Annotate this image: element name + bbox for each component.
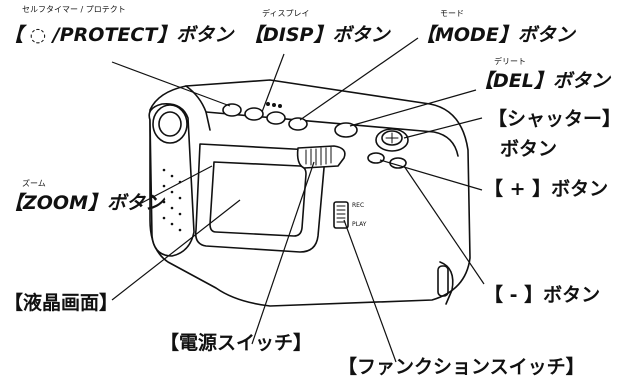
leader-del — [349, 89, 477, 127]
del-ruby: デリート — [494, 57, 526, 66]
leader-power — [251, 161, 315, 345]
leader-mode — [299, 37, 419, 121]
disp-label: 【DISP】ボタン — [244, 24, 390, 46]
mode-ruby: モード — [440, 9, 464, 18]
leader-disp — [261, 53, 285, 113]
leader-plus — [379, 159, 483, 191]
play-mark: PLAY — [352, 221, 367, 228]
leader-self-timer — [111, 61, 231, 107]
self-timer-ruby: セルフタイマー / プロテクト — [22, 5, 126, 14]
zoom-label: 【ZOOM】ボタン — [4, 192, 164, 214]
leader-lcd — [111, 199, 241, 301]
shutter-label-line2: ボタン — [500, 138, 558, 160]
leader-zoom — [131, 165, 213, 209]
disp-ruby: ディスプレイ — [262, 9, 310, 18]
shutter-label: 【シャッター】 — [488, 108, 621, 130]
lcd-label: 【液晶画面】 — [4, 292, 119, 314]
rec-mark: REC — [352, 202, 364, 209]
del-label: 【DEL】ボタン — [474, 70, 610, 92]
minus-label: 【 - 】ボタン — [484, 284, 601, 306]
self-timer-protect-label: 【 ◌ /PROTECT】ボタン — [4, 24, 234, 46]
power-switch-label: 【電源スイッチ】 — [160, 332, 313, 354]
mode-label: 【MODE】ボタン — [416, 24, 575, 46]
plus-label: 【 + 】ボタン — [484, 178, 609, 200]
leader-minus — [403, 165, 485, 285]
leader-shutter — [403, 117, 483, 139]
function-switch-label: 【ファンクションスイッチ】 — [338, 356, 585, 378]
leader-function — [343, 219, 397, 363]
zoom-ruby: ズーム — [22, 179, 46, 188]
